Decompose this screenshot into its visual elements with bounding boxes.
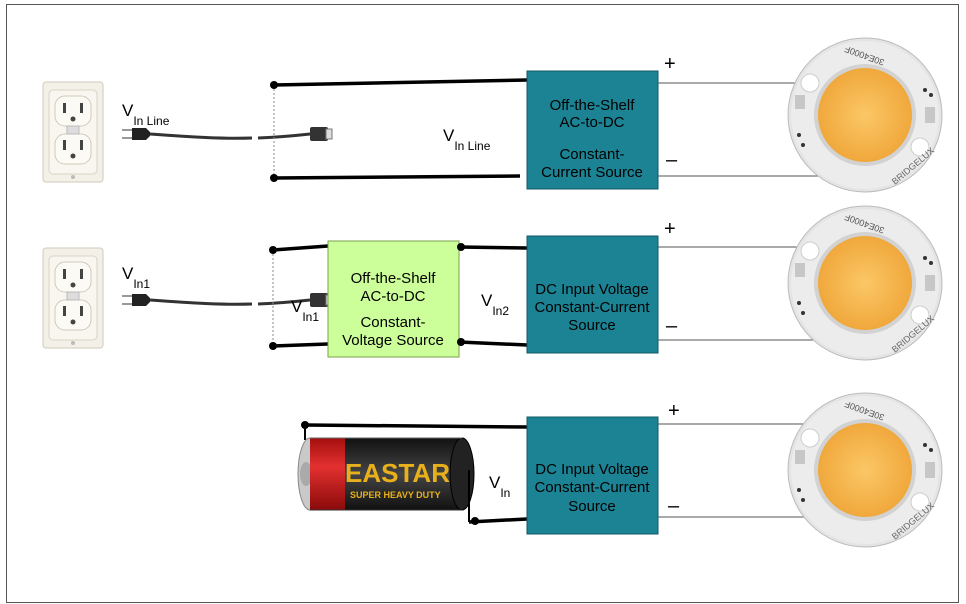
row2-green-line1: Off-the-Shelf (351, 270, 437, 287)
row3-input-voltage-label: VIn (489, 473, 510, 500)
power-plug-icon (122, 127, 332, 141)
row2-box-line1: DC Input Voltage (535, 281, 648, 298)
led-cob-icon: 30E4000F BRIDGELUX (788, 393, 942, 547)
row2-wire-top-a (273, 246, 328, 250)
row3-box-line3: Source (568, 498, 616, 515)
row1-plus-sign: + (664, 53, 676, 75)
row3-minus-sign: – (668, 495, 680, 517)
row1-box-line1: Off-the-Shelf (550, 97, 636, 114)
row1-box-line4: Current Source (541, 164, 643, 181)
row3-plus-sign: + (668, 400, 680, 422)
wall-outlet-icon (43, 82, 103, 182)
led-cob-icon: 30E4000F BRIDGELUX (788, 206, 942, 360)
row1-plug-label: VIn Line (122, 101, 170, 128)
row1-wire-top (274, 80, 527, 85)
row3-box-line1: DC Input Voltage (535, 461, 648, 478)
svg-text:EASTAR: EASTAR (345, 458, 450, 488)
row2-box-line3: Source (568, 317, 616, 334)
wall-outlet-icon (43, 248, 103, 348)
row2-input-voltage-label-2: VIn2 (481, 291, 509, 318)
row1-input-voltage-label: VIn Line (443, 126, 491, 153)
row2-wire-top-b (459, 247, 527, 248)
led-cob-icon: 30E4000F BRIDGELUX (788, 38, 942, 192)
battery-icon: EASTAR SUPER HEAVY DUTY (298, 438, 474, 510)
row2-plug-label: VIn1 (122, 264, 150, 291)
row2-green-line4: Voltage Source (342, 332, 444, 349)
svg-text:SUPER HEAVY DUTY: SUPER HEAVY DUTY (350, 490, 441, 500)
row2-green-line3: Constant- (360, 314, 425, 331)
row1-wire-bottom (274, 176, 520, 178)
row2-minus-sign: – (666, 315, 678, 337)
row2-green-line2: AC-to-DC (360, 288, 425, 305)
row3-wire-top (305, 425, 527, 427)
row3-box-line2: Constant-Current (534, 479, 650, 496)
row2-plus-sign: + (664, 218, 676, 240)
row1-box-line3: Constant- (559, 146, 624, 163)
row1-box-line2: AC-to-DC (559, 114, 624, 131)
row2-wire-bottom-b (459, 342, 527, 345)
row1-minus-sign: – (666, 149, 678, 171)
row2-box-line2: Constant-Current (534, 299, 650, 316)
row2-wire-bottom-a (273, 344, 328, 346)
